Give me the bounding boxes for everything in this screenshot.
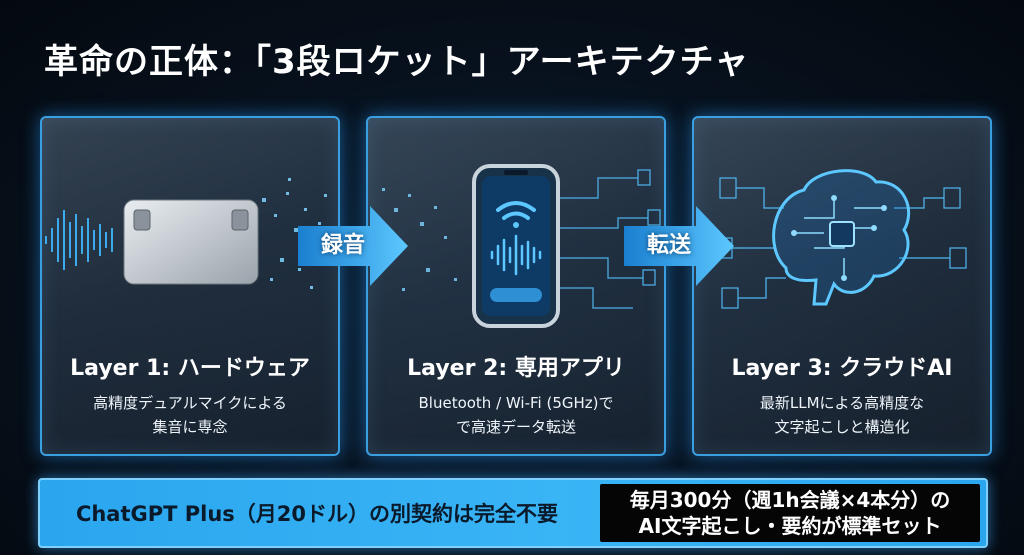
recorder-device-icon [45,178,329,289]
layer-3-desc-line-2: 文字起こしと構造化 [774,418,910,436]
record-arrow-label: 録音 [321,233,366,258]
layer-3-description: 最新LLMによる高精度な 文字起こしと構造化 [704,391,980,439]
layer-1-panel: Layer 1: ハードウェア 高精度デュアルマイクによる 集音に専念 [40,116,340,456]
layer-1-description: 高精度デュアルマイクによる 集音に専念 [52,391,328,439]
banner-left-text: ChatGPT Plus（月20ドル）の別契約は完全不要 [75,502,559,526]
layer-2-panel: Layer 2: 専用アプリ Bluetooth / Wi-Fi (5GHz)で… [366,116,666,456]
wifi-icon [496,201,536,220]
banner-right-line-2: AI文字起こし・要約が標準セット [638,514,942,538]
bottom-banner: ChatGPT Plus（月20ドル）の別契約は完全不要 毎月300分（週1h会… [38,478,988,548]
banner-right-line-1: 毎月300分（週1h会議×4本分）の [629,488,951,512]
layer-1-desc-line-2: 集音に専念 [152,418,228,436]
layer-2-desc-line-2: で高速データ転送 [455,418,576,436]
record-arrow [298,206,408,286]
waveform-icon [490,234,542,276]
layer-3-desc-line-1: 最新LLMによる高精度な [759,394,925,412]
layer-2-desc-line-1: Bluetooth / Wi-Fi (5GHz)で [418,394,614,412]
page-title: 革命の正体：「3段ロケット」アーキテクチャ [44,42,750,82]
transfer-arrow-label: 転送 [647,233,692,258]
smartphone-icon [382,164,661,328]
banner-right-box: 毎月300分（週1h会議×4本分）の AI文字起こし・要約が標準セット [600,484,980,542]
layer-1-desc-line-1: 高精度デュアルマイクによる [93,394,287,412]
layer-1-heading: Layer 1: ハードウェア [70,356,310,381]
brain-circuit-icon [715,169,967,309]
transfer-arrow [624,206,734,286]
layer-2-description: Bluetooth / Wi-Fi (5GHz)で で高速データ転送 [378,391,654,439]
layer-3-panel: Layer 3: クラウドAI 最新LLMによる高精度な 文字起こしと構造化 [692,116,992,456]
layer-3-heading: Layer 3: クラウドAI [731,356,953,381]
layer-2-heading: Layer 2: 専用アプリ [407,356,625,381]
